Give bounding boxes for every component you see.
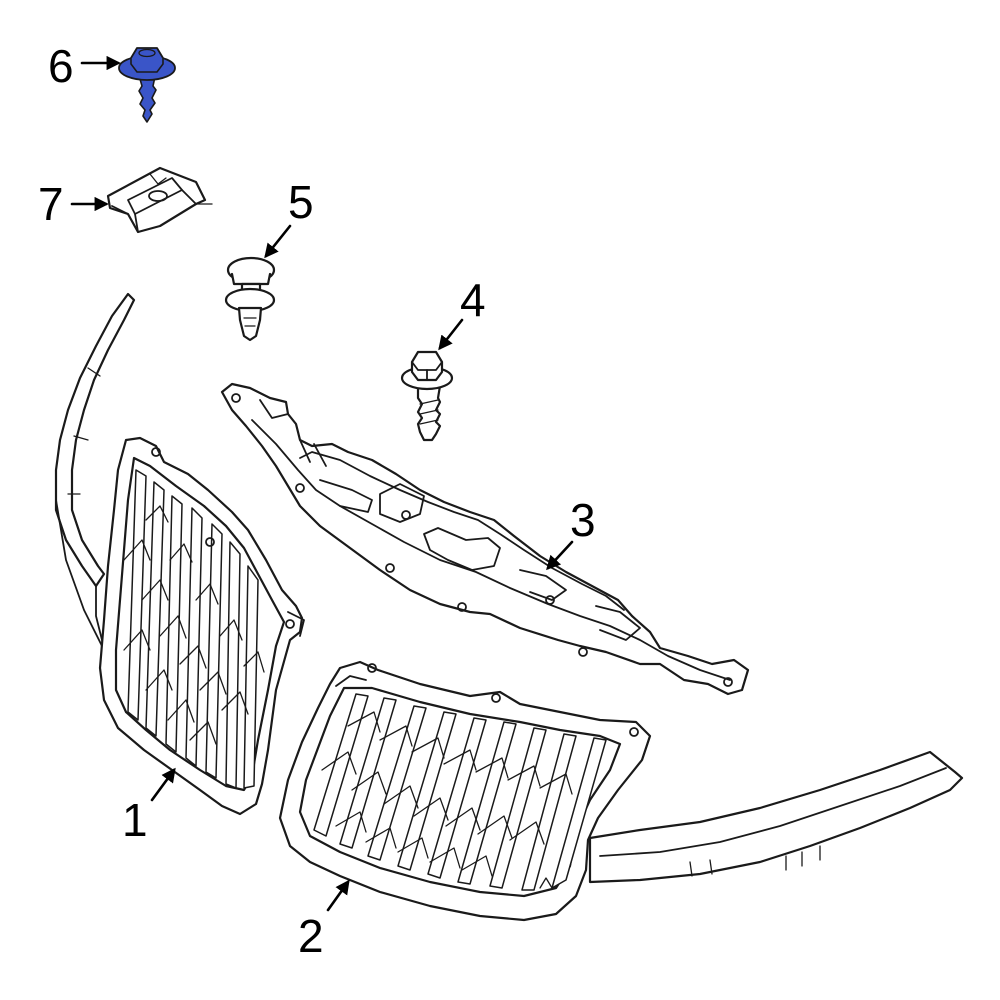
part-6-screw[interactable] bbox=[118, 47, 176, 123]
leader-5 bbox=[264, 224, 292, 259]
part-2-right-grille[interactable] bbox=[278, 660, 964, 922]
left-grille-slats bbox=[127, 469, 259, 789]
callout-5: 5 bbox=[288, 176, 314, 228]
leader-1 bbox=[150, 767, 176, 802]
part-5-push-pin[interactable] bbox=[224, 256, 276, 342]
callout-labels: 1 2 3 4 5 6 7 bbox=[38, 40, 596, 962]
leader-lines bbox=[70, 55, 574, 912]
part-1-left-grille[interactable] bbox=[54, 292, 305, 816]
part-7-retainer-clip[interactable] bbox=[106, 166, 213, 234]
callout-6: 6 bbox=[48, 40, 74, 92]
leader-2 bbox=[326, 879, 350, 912]
left-grille-fins bbox=[123, 505, 265, 745]
right-grille-fins bbox=[321, 711, 573, 877]
callout-4: 4 bbox=[460, 274, 486, 326]
callout-7: 7 bbox=[38, 178, 64, 230]
callout-1: 1 bbox=[122, 794, 148, 846]
leader-3 bbox=[546, 540, 574, 571]
callout-2: 2 bbox=[298, 910, 324, 962]
leader-4 bbox=[438, 318, 464, 351]
callout-3: 3 bbox=[570, 494, 596, 546]
part-4-flange-bolt[interactable] bbox=[400, 350, 454, 442]
part-3-support-panel[interactable] bbox=[220, 382, 750, 696]
screw-shank bbox=[137, 71, 157, 123]
